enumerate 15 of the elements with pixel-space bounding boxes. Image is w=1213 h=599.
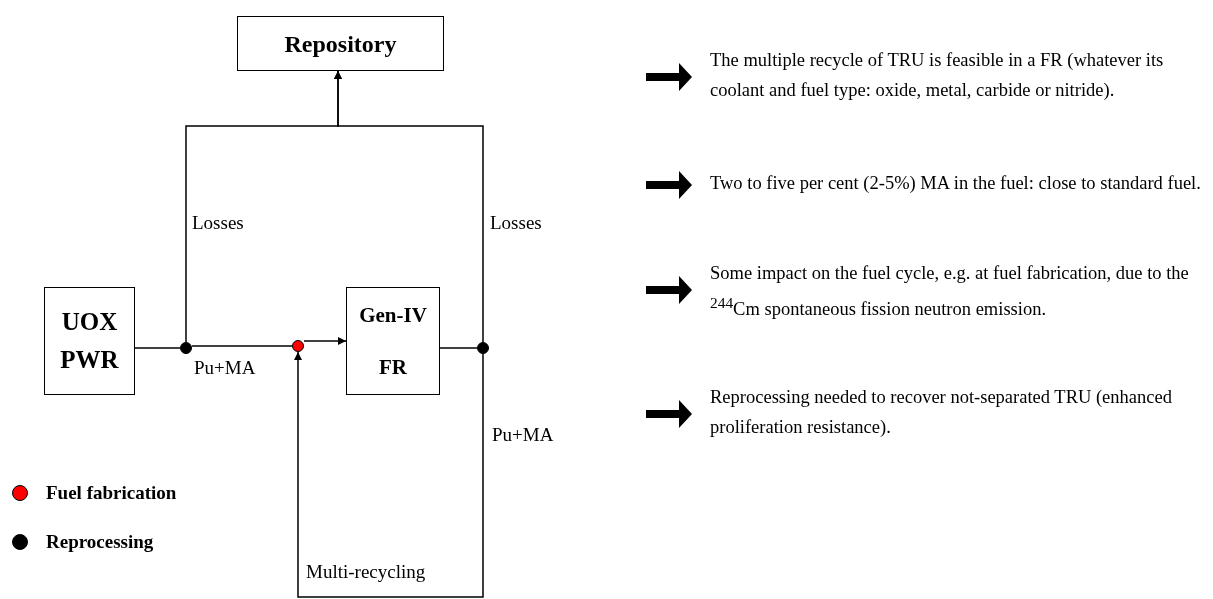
note-text: Two to five per cent (2-5%) MA in the fuel: close to standard fuel. <box>710 172 1202 195</box>
repository-box: Repository <box>237 16 444 71</box>
junction-dot <box>477 342 489 354</box>
arrow <box>334 70 484 343</box>
reactor-box: Gen-IV FR <box>346 287 440 395</box>
note-text: Some impact on the fuel cycle, e.g. at fuel fabrication, due to the $^{244}$Cm spontaneous fission neutron emission. <box>710 262 1190 322</box>
note-text: The multiple recycle of TRU is feasible in a FR (whatever its coolant and fuel type: oxide, metal, carbide or nitride). <box>710 49 1165 102</box>
arrow <box>294 351 484 598</box>
note-text: Reprocessing needed to recover not-separated TRU (enhanced proliferation resistance). <box>710 386 1173 439</box>
arrow <box>303 337 347 345</box>
legend-label: Reprocessing <box>46 531 154 554</box>
junction-dot <box>292 340 304 352</box>
junction-dot <box>180 342 192 354</box>
reactor-box: UOX PWR <box>44 287 135 395</box>
legend-label: Fuel fabrication <box>46 482 177 505</box>
